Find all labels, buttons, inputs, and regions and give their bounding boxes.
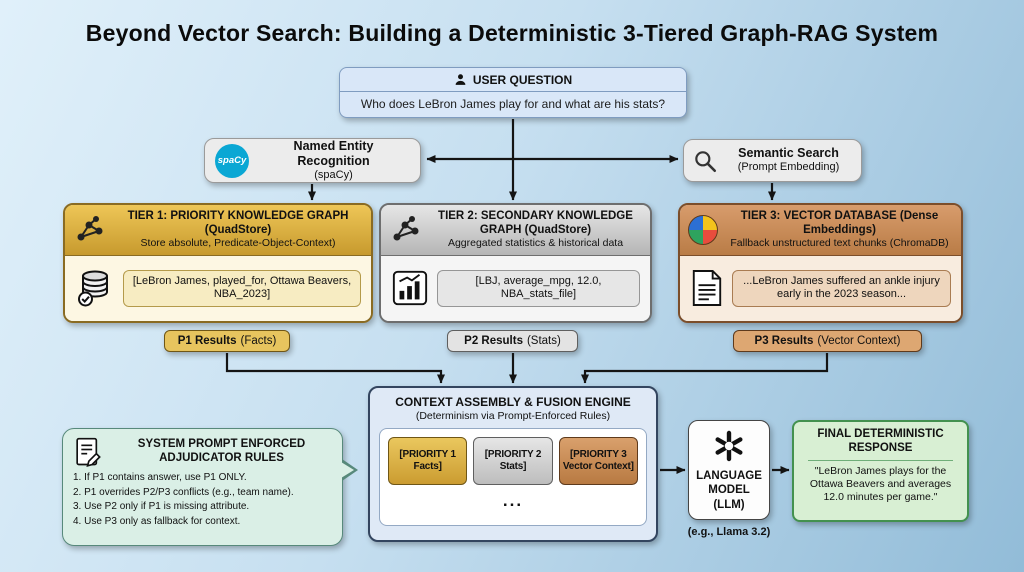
search-icon <box>695 150 717 172</box>
priority-3-value: Vector Context] <box>562 461 634 472</box>
p3-results-label: P3 Results <box>754 335 814 347</box>
tier1-header: TIER 1: PRIORITY KNOWLEDGE GRAPH (QuadSt… <box>65 205 371 256</box>
tier1-content: [LeBron James, played_for, Ottawa Beaver… <box>123 269 361 308</box>
tier3-header: TIER 3: VECTOR DATABASE (Dense Embedding… <box>680 205 961 256</box>
llm-box: LANGUAGE MODEL (LLM) <box>688 420 770 520</box>
tier2-body: [LBJ, average_mpg, 12.0, NBA_stats_file] <box>381 255 650 321</box>
adjudicator-rule-2: 2. P1 overrides P2/P3 conflicts (e.g., t… <box>73 486 294 498</box>
divider <box>808 459 953 461</box>
p3-results-detail: (Vector Context) <box>817 335 901 347</box>
tier2-header: TIER 2: SECONDARY KNOWLEDGE GRAPH (QuadS… <box>381 205 650 256</box>
llm-title: LANGUAGE MODEL (LLM) <box>696 469 762 511</box>
p1-results-label: P1 Results <box>177 335 237 347</box>
user-question-header: USER QUESTION <box>340 68 686 92</box>
priority-3-label: [PRIORITY 3 <box>570 448 627 460</box>
tier2-description: Aggregated statistics & historical data <box>447 237 624 250</box>
final-response-text: "LeBron James plays for the Ottawa Beave… <box>809 464 952 503</box>
fusion-engine-title: CONTEXT ASSEMBLY & FUSION ENGINE <box>395 395 631 409</box>
adjudicator-header: SYSTEM PROMPT ENFORCED ADJUDICATOR RULES <box>73 437 332 467</box>
ner-title: Named Entity Recognition <box>293 138 374 168</box>
priority-chip-1: [PRIORITY 1 Facts] <box>388 437 468 485</box>
adjudicator-rule-1: 1. If P1 contains answer, use P1 ONLY. <box>73 472 247 483</box>
tier2-header-text: TIER 2: SECONDARY KNOWLEDGE GRAPH (QuadS… <box>429 210 642 250</box>
tier2-box: TIER 2: SECONDARY KNOWLEDGE GRAPH (QuadS… <box>379 203 652 323</box>
tier1-box: TIER 1: PRIORITY KNOWLEDGE GRAPH (QuadSt… <box>63 203 373 323</box>
tier3-header-text: TIER 3: VECTOR DATABASE (Dense Embedding… <box>726 210 953 250</box>
final-response-title: FINAL DETERMINISTIC RESPONSE <box>817 428 944 454</box>
ner-subtitle: (spaCy) <box>314 168 353 181</box>
final-response-box: FINAL DETERMINISTIC RESPONSE "LeBron Jam… <box>792 420 969 522</box>
priority-chip-2: [PRIORITY 2 Stats] <box>473 437 553 485</box>
tier2-content: [LBJ, average_mpg, 12.0, NBA_stats_file] <box>437 269 640 308</box>
fusion-engine-subtitle: (Determinism via Prompt-Enforced Rules) <box>415 410 611 422</box>
user-icon <box>455 74 466 85</box>
priority-2-value: Stats] <box>499 461 527 472</box>
user-question-text: Who does LeBron James play for and what … <box>360 97 666 111</box>
openai-logo-icon <box>715 430 743 462</box>
tier3-content: ...LeBron James suffered an ankle injury… <box>732 269 951 308</box>
tier3-description: Fallback unstructured text chunks (Chrom… <box>730 237 949 250</box>
adjudicator-rules: 1. If P1 contains answer, use P1 ONLY. 2… <box>73 471 332 529</box>
priority-1-value: Facts] <box>413 461 442 472</box>
result-badge-p2: P2 Results (Stats) <box>447 330 578 352</box>
bar-chart-icon <box>392 271 428 306</box>
tier1-description: Store absolute, Predicate-Object-Context… <box>140 237 336 250</box>
fusion-engine-box: CONTEXT ASSEMBLY & FUSION ENGINE (Determ… <box>368 386 658 542</box>
priority-chips: [PRIORITY 1 Facts] [PRIORITY 2 Stats] [P… <box>388 437 638 485</box>
adjudicator-rule-4: 4. Use P3 only as fallback for context. <box>73 515 241 527</box>
user-question-label: USER QUESTION <box>472 72 573 87</box>
tier3-box: TIER 3: VECTOR DATABASE (Dense Embedding… <box>678 203 963 323</box>
chroma-logo-icon <box>688 214 718 245</box>
tier2-title: TIER 2: SECONDARY KNOWLEDGE GRAPH <box>438 210 633 236</box>
priority-chip-3: [PRIORITY 3 Vector Context] <box>558 437 638 485</box>
tier1-body: [LeBron James, played_for, Ottawa Beaver… <box>65 255 371 321</box>
tier1-header-text: TIER 1: PRIORITY KNOWLEDGE GRAPH (QuadSt… <box>113 210 363 250</box>
user-question-box: USER QUESTION Who does LeBron James play… <box>339 67 687 118</box>
tier3-title: TIER 3: VECTOR DATABASE <box>740 210 897 222</box>
adjudicator-bubble: SYSTEM PROMPT ENFORCED ADJUDICATOR RULES… <box>62 428 358 546</box>
fusion-ellipsis: ... <box>502 491 524 510</box>
spacy-logo-icon: spaCy <box>215 143 249 178</box>
p2-results-label: P2 Results <box>464 335 523 347</box>
semantic-search-box: Semantic Search (Prompt Embedding) <box>683 139 862 182</box>
tier3-subtitle: (Dense Embeddings) <box>803 210 939 236</box>
page-title: Beyond Vector Search: Building a Determi… <box>85 20 939 46</box>
ner-text: Named Entity Recognition (spaCy) <box>257 139 410 182</box>
adjudicator-title: SYSTEM PROMPT ENFORCED ADJUDICATOR RULES <box>137 438 306 464</box>
priority-2-label: [PRIORITY 2 <box>484 448 542 460</box>
priority-1-label: [PRIORITY 1 <box>399 448 456 460</box>
fusion-engine-inner: [PRIORITY 1 Facts] [PRIORITY 2 Stats] [P… <box>379 428 647 526</box>
semantic-search-title: Semantic Search <box>738 146 839 161</box>
result-badge-p1: P1 Results (Facts) <box>164 330 290 352</box>
document-pencil-icon <box>76 437 101 467</box>
tier3-body: ...LeBron James suffered an ankle injury… <box>680 255 961 321</box>
semantic-search-subtitle: (Prompt Embedding) <box>737 161 840 174</box>
ner-box: spaCy Named Entity Recognition (spaCy) <box>204 138 421 183</box>
database-check-icon <box>78 270 108 307</box>
p2-results-detail: (Stats) <box>526 335 561 347</box>
result-badge-p3: P3 Results (Vector Context) <box>733 330 922 352</box>
tier1-title: TIER 1: PRIORITY KNOWLEDGE GRAPH <box>127 210 349 222</box>
tier2-subtitle: (QuadStore) <box>524 223 592 236</box>
tier1-subtitle: (QuadStore) <box>204 223 272 236</box>
llm-caption: (e.g., Llama 3.2) <box>687 526 771 538</box>
document-icon <box>692 270 722 307</box>
knowledge-graph-icon <box>77 215 103 241</box>
semantic-search-text: Semantic Search (Prompt Embedding) <box>724 146 853 174</box>
adjudicator-rule-3: 3. Use P2 only if P1 is missing attribut… <box>73 501 250 512</box>
knowledge-graph-icon <box>393 215 419 241</box>
p1-results-detail: (Facts) <box>240 335 277 347</box>
